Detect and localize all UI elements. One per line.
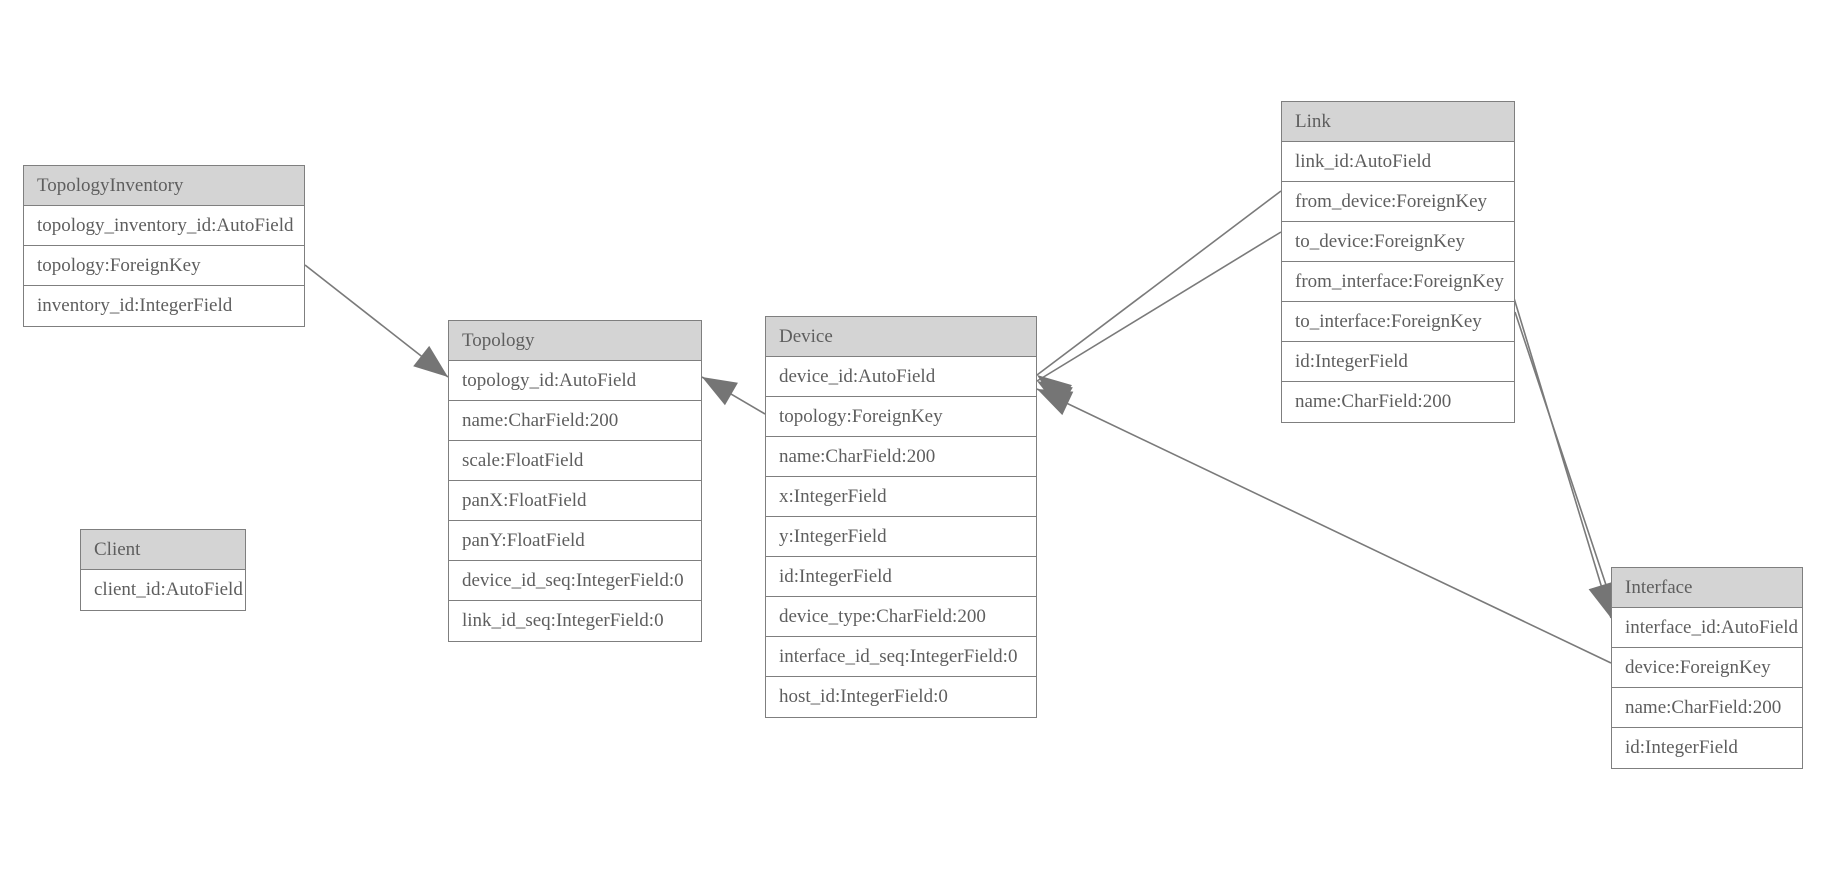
entity-field: name:CharField:200: [766, 437, 1036, 477]
entity-field: host_id:IntegerField:0: [766, 677, 1036, 717]
entity-field: id:IntegerField: [1282, 342, 1514, 382]
entity-field: link_id:AutoField: [1282, 142, 1514, 182]
entity-field: device:ForeignKey: [1612, 648, 1802, 688]
entity-field: interface_id:AutoField: [1612, 608, 1802, 648]
entity-title-topologyinventory: TopologyInventory: [24, 166, 304, 206]
entity-title-topology: Topology: [449, 321, 701, 361]
entity-field: client_id:AutoField: [81, 570, 245, 610]
entity-field: from_device:ForeignKey: [1282, 182, 1514, 222]
relationship-line: [1036, 231, 1282, 382]
entity-field: topology:ForeignKey: [766, 397, 1036, 437]
entity-title-interface: Interface: [1612, 568, 1802, 608]
relationship-arrowhead: [1037, 375, 1072, 406]
relationship-line: [304, 264, 449, 378]
entity-field: panX:FloatField: [449, 481, 701, 521]
relationship-arrowhead: [1588, 581, 1614, 618]
entity-field: x:IntegerField: [766, 477, 1036, 517]
relationship-arrowhead: [1037, 389, 1074, 416]
entity-field: name:CharField:200: [1612, 688, 1802, 728]
relationship-line: [1036, 388, 1612, 664]
relationship-arrowhead: [702, 377, 738, 406]
entity-field: id:IntegerField: [766, 557, 1036, 597]
entity-field: device_type:CharField:200: [766, 597, 1036, 637]
entity-field: id:IntegerField: [1612, 728, 1802, 768]
entity-field: name:CharField:200: [1282, 382, 1514, 422]
entity-field: topology_id:AutoField: [449, 361, 701, 401]
relationship-line: [701, 376, 766, 415]
entity-field: device_id:AutoField: [766, 357, 1036, 397]
relationship-line: [1506, 274, 1612, 619]
entity-field: scale:FloatField: [449, 441, 701, 481]
relationship-arrowhead: [1037, 381, 1073, 410]
relationship-line: [1036, 190, 1282, 376]
entity-field: y:IntegerField: [766, 517, 1036, 557]
entity-title-link: Link: [1282, 102, 1514, 142]
entity-field: topology:ForeignKey: [24, 246, 304, 286]
entity-field: name:CharField:200: [449, 401, 701, 441]
entity-field: to_interface:ForeignKey: [1282, 302, 1514, 342]
entity-title-client: Client: [81, 530, 245, 570]
entity-field: device_id_seq:IntegerField:0: [449, 561, 701, 601]
relationship-line: [1514, 311, 1618, 619]
entity-field: panY:FloatField: [449, 521, 701, 561]
entity-field: topology_inventory_id:AutoField: [24, 206, 304, 246]
relationship-arrowhead: [413, 345, 448, 377]
entity-title-device: Device: [766, 317, 1036, 357]
entity-field: link_id_seq:IntegerField:0: [449, 601, 701, 641]
entity-field: from_interface:ForeignKey: [1282, 262, 1514, 302]
entity-field: interface_id_seq:IntegerField:0: [766, 637, 1036, 677]
entity-field: to_device:ForeignKey: [1282, 222, 1514, 262]
entity-field: inventory_id:IntegerField: [24, 286, 304, 326]
